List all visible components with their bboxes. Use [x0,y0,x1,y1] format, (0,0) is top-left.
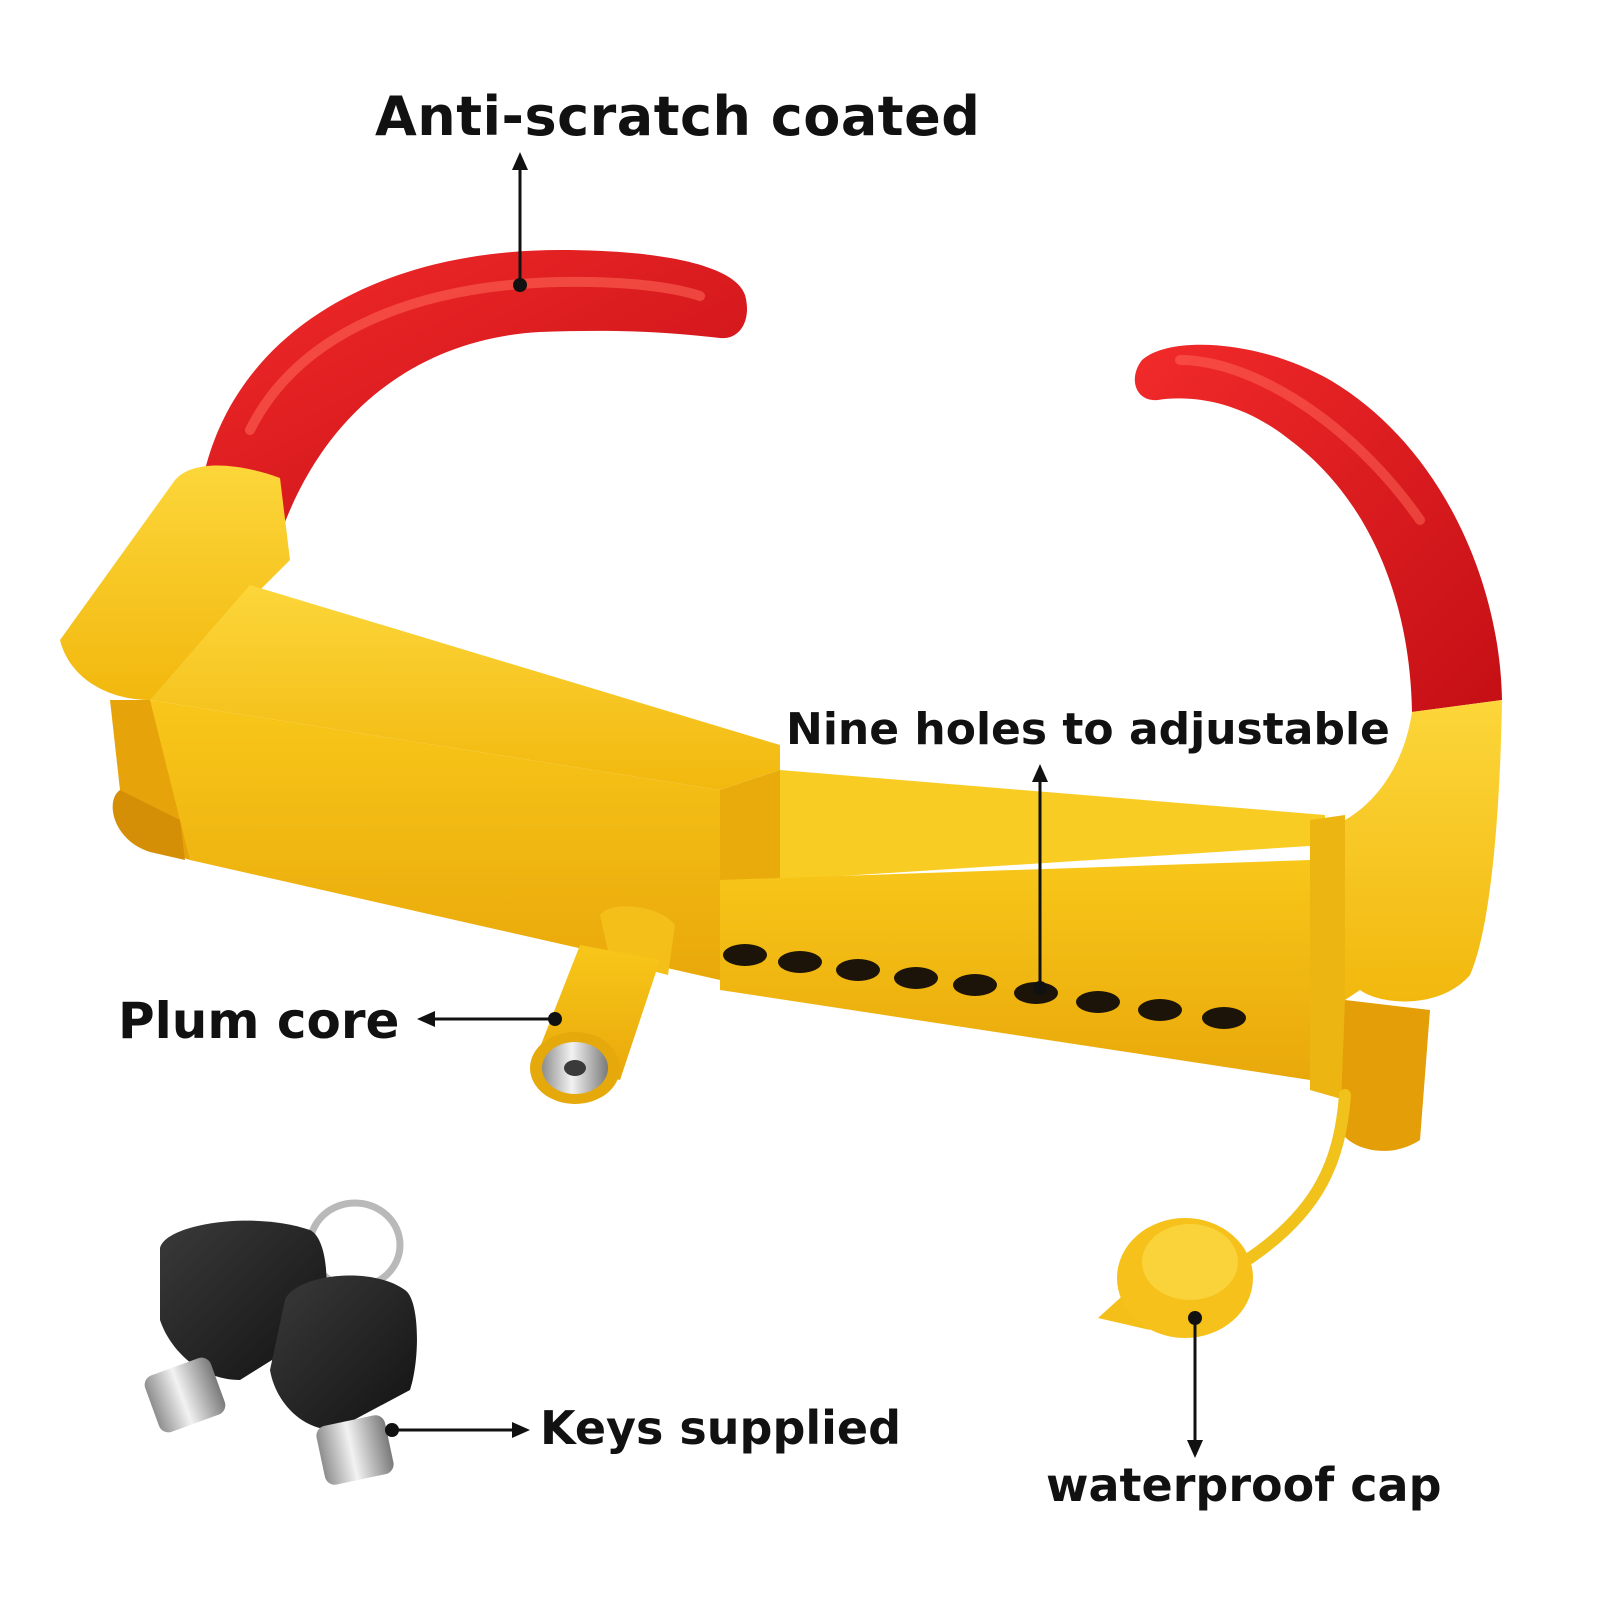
arrowhead-icon [1187,1440,1203,1458]
hole-3 [836,959,880,981]
dot-marker-icon [385,1423,399,1437]
callout-pointers [385,152,1203,1458]
left-bracket-lower-lip [112,790,185,860]
cap-strap [1244,1089,1351,1264]
right-red-arm [1134,344,1502,712]
adjustment-holes [723,944,1246,1029]
callout-nine-holes: Nine holes to adjustable [786,704,1390,755]
arrowhead-icon [512,1422,530,1438]
key-2-head [270,1275,417,1430]
outer-tube-front [150,700,720,980]
callout-anti-scratch: Anti-scratch coated [375,85,981,148]
hole-4 [894,967,938,989]
right-lower-jaw [1340,1000,1430,1151]
hole-5 [953,974,997,996]
key-2-blade [316,1415,394,1485]
hole-7 [1076,991,1120,1013]
lock-keyhole [564,1060,586,1076]
callout-plum-core: Plum core [118,992,400,1050]
dot-marker-icon [548,1012,562,1026]
arrowhead-icon [417,1011,435,1027]
hole-8 [1138,999,1182,1021]
arrowhead-icon [1032,764,1048,782]
cap-top [1142,1224,1238,1300]
hole-1 [723,944,767,966]
inner-tube-top [780,770,1325,880]
dot-marker-icon [1188,1311,1202,1325]
arrowhead-icon [512,152,528,170]
right-yellow-arm [1345,700,1502,1002]
left-red-arm [205,250,748,530]
hole-9 [1202,1007,1246,1029]
callout-keys-supplied: Keys supplied [540,1401,902,1455]
left-bracket-top [60,465,290,700]
waterproof-cap [1098,1089,1351,1338]
outer-tube-top [150,585,780,790]
right-red-arm-highlight [1175,355,1425,525]
hole-2 [778,951,822,973]
left-red-arm-highlight [245,276,705,435]
plum-core-lock [530,906,675,1104]
keys-illustration [144,1199,417,1485]
dot-marker-icon [513,278,527,292]
inner-tube-front [720,860,1310,1080]
right-end-plate [1310,815,1345,1100]
callout-waterproof-cap: waterproof cap [1046,1458,1442,1512]
key-1-blade [144,1357,226,1433]
dot-marker-icon [1033,981,1047,995]
